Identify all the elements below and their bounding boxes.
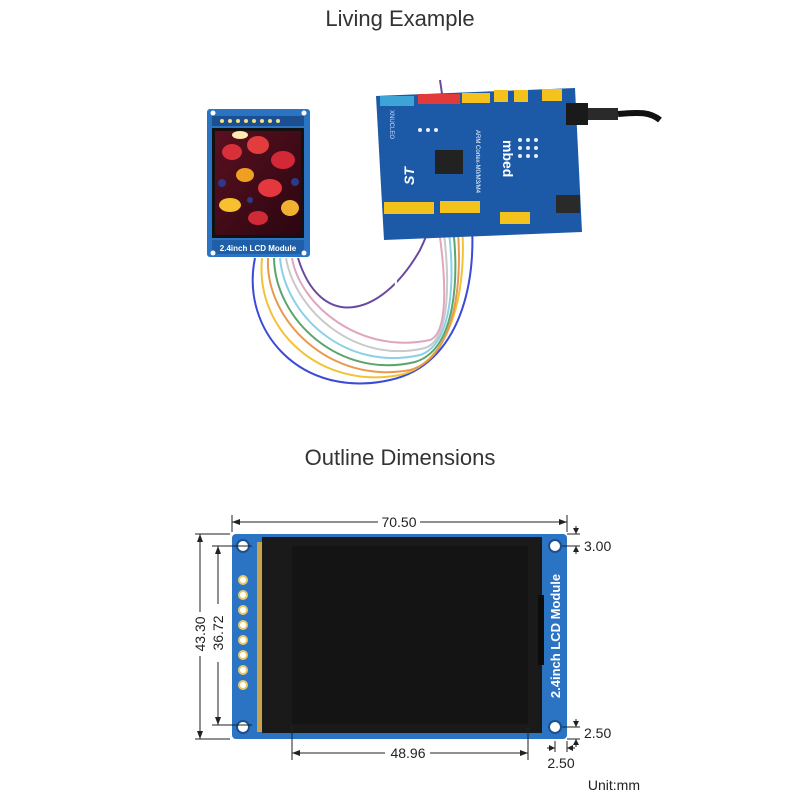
outline-dimensions-heading: Outline Dimensions [304,445,496,470]
mcu-logo-text: ST [401,166,417,185]
lcd-module-photo: 2.4inch LCD Module [207,109,310,257]
dim-height-label: 43.30 [192,616,208,651]
living-example-heading: Living Example [325,6,475,31]
mcu-board-photo: mbed ST ARM Cortex-M0/M3/M4 XNUCLEO [376,88,662,240]
lcd-module-photo-label: 2.4inch LCD Module [220,244,297,253]
mounting-holes [236,539,562,734]
unit-label: Unit:mm [587,777,640,793]
mcu-maker-text: XNUCLEO [388,110,394,139]
living-example-illustration: 2.4inch LCD Module mbed ST ARM Cort [207,79,662,385]
dim-display-height-label: 36.72 [210,615,226,650]
display-area [292,546,528,724]
dim-hole-top-label: 3.00 [584,538,611,554]
module-outline: 2.4inch LCD Module [232,534,567,739]
mcu-model-text: ARM Cortex-M0/M3/M4 [474,130,480,194]
dim-hole-side-label: 2.50 [547,755,574,771]
mcu-brand-text: mbed [500,140,516,177]
jumper-wires [251,79,474,385]
dim-width-label: 70.50 [381,514,416,530]
dimension-lines [195,515,580,760]
module-label: 2.4inch LCD Module [548,574,563,698]
pin-header-holes [238,575,248,690]
dim-display-width-label: 48.96 [390,745,425,761]
dim-hole-bottom-label: 2.50 [584,725,611,741]
